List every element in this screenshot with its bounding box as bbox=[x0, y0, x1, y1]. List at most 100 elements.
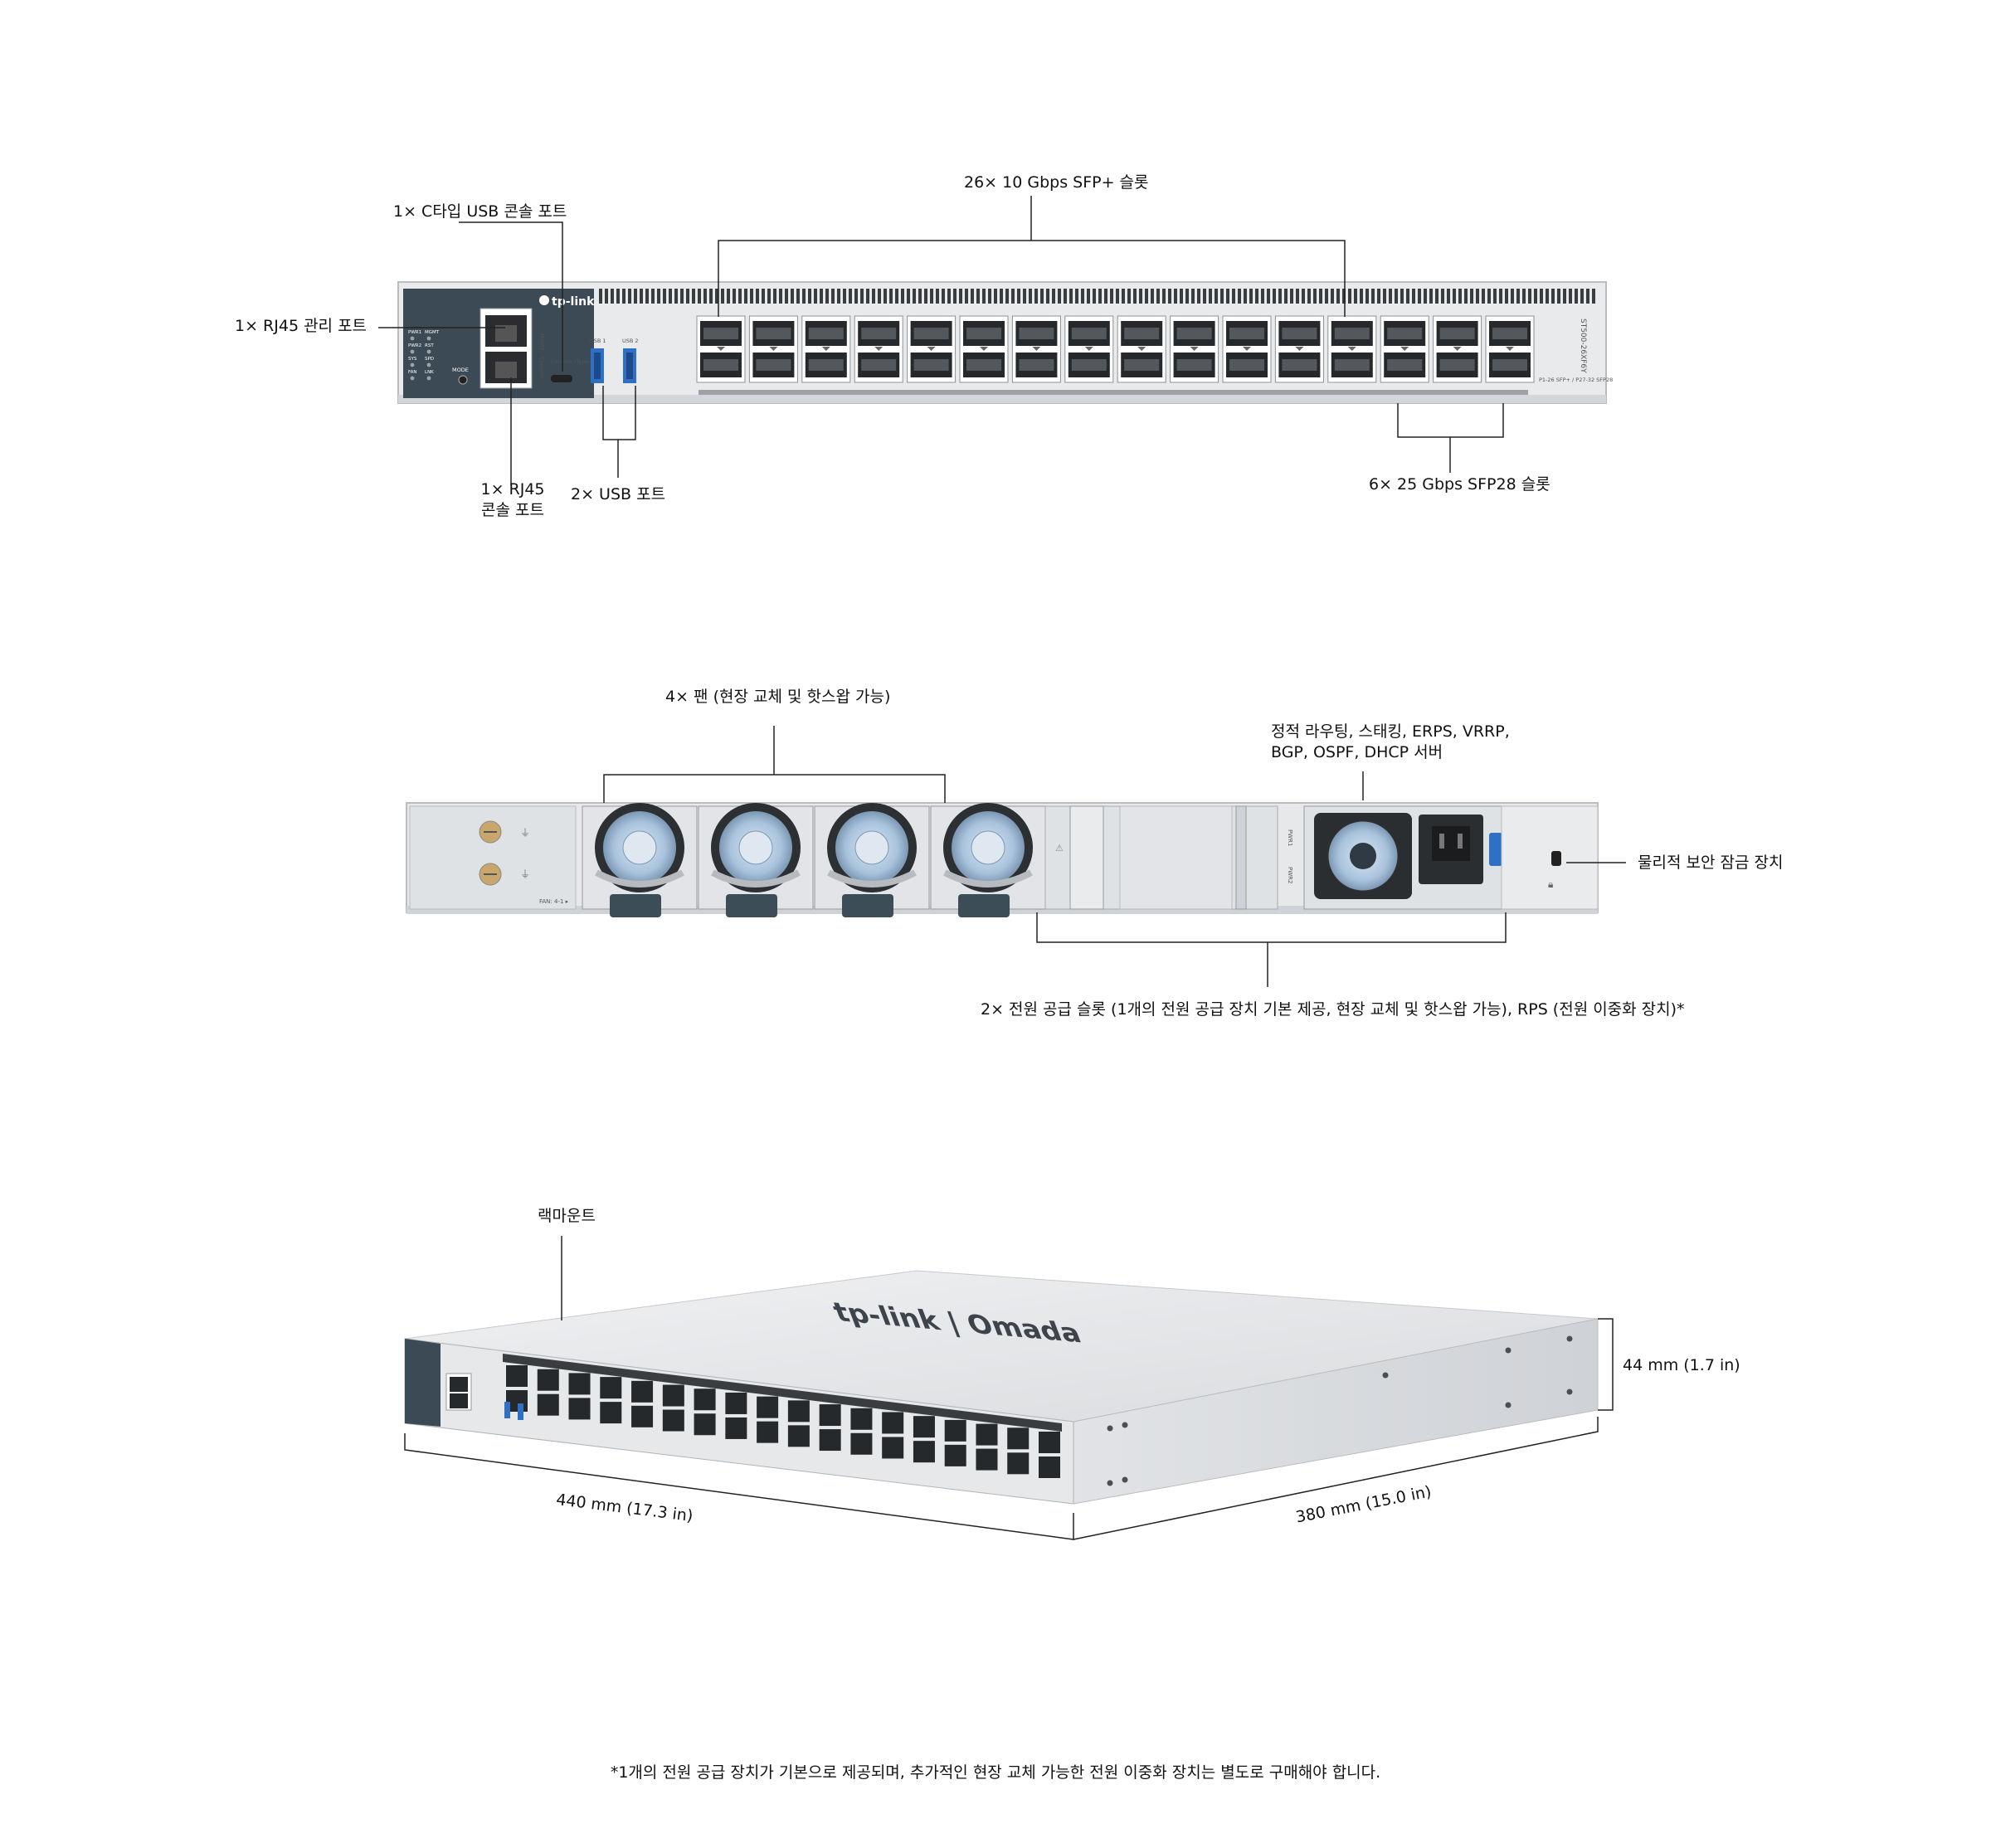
perspective-sfp-cage bbox=[787, 1400, 810, 1447]
perspective-rj45 bbox=[445, 1373, 472, 1411]
sfp-plus-cage[interactable] bbox=[1117, 315, 1166, 383]
sfp-plus-cage[interactable] bbox=[854, 315, 903, 383]
status-led bbox=[410, 362, 415, 367]
psu-label-pwr1: PWR1 bbox=[1287, 829, 1293, 846]
ground-icon: ⏚ bbox=[520, 827, 530, 839]
status-led bbox=[426, 349, 431, 354]
perspective-sfp-cage bbox=[694, 1388, 716, 1436]
usb2-label: USB 2 bbox=[622, 338, 639, 344]
callout-usb-ports: 2× USB 포트 bbox=[571, 485, 666, 503]
rear-callout-lines bbox=[603, 726, 1626, 987]
led-label-mgmt: MGMT bbox=[425, 330, 440, 335]
sfp-plus-cage[interactable] bbox=[1222, 315, 1272, 383]
perspective-sfp-cage bbox=[757, 1396, 779, 1443]
sfp-plus-cage[interactable] bbox=[1064, 315, 1114, 383]
led-label-pwr1: PWR1 bbox=[408, 330, 421, 335]
front-vent-mid bbox=[929, 289, 1178, 304]
mount-hole bbox=[1107, 1480, 1113, 1486]
sfp-plus-cage[interactable] bbox=[1274, 315, 1324, 383]
perspective-sfp-cage bbox=[537, 1369, 559, 1416]
fan-module[interactable] bbox=[814, 803, 930, 910]
perspective-switch: tp-link | Omada bbox=[404, 1270, 1599, 1505]
security-lock-slot[interactable] bbox=[1551, 851, 1561, 866]
led-label-pwr2: PWR2 bbox=[408, 343, 421, 348]
mount-hole bbox=[1122, 1422, 1128, 1428]
perspective-usb bbox=[518, 1403, 523, 1420]
callout-usb-c-console: 1× C타입 USB 콘솔 포트 bbox=[393, 202, 567, 221]
fan-module[interactable] bbox=[698, 803, 814, 910]
status-led bbox=[426, 362, 431, 367]
ac-power-inlet[interactable] bbox=[1419, 815, 1502, 884]
psu-blank-bracket-right bbox=[1235, 805, 1247, 910]
perspective-sfp-cage bbox=[1039, 1432, 1060, 1478]
psu-label-pwr2: PWR2 bbox=[1287, 867, 1293, 883]
status-led bbox=[410, 336, 415, 341]
port-number-strip bbox=[699, 390, 1528, 395]
perspective-sfp-cage bbox=[976, 1423, 998, 1471]
perspective-sfp-cage bbox=[1007, 1427, 1030, 1475]
sfp-plus-cage[interactable] bbox=[1327, 315, 1377, 383]
sfp28-cage[interactable] bbox=[1380, 315, 1429, 383]
sfp-plus-cage[interactable] bbox=[696, 315, 746, 383]
perspective-sfp-cage bbox=[506, 1365, 528, 1412]
dimension-height: 44 mm (1.7 in) bbox=[1623, 1356, 1740, 1374]
rj45-mgmt-port[interactable] bbox=[485, 315, 527, 347]
usb1-label: USB 1 bbox=[590, 338, 606, 344]
mount-hole bbox=[1566, 1335, 1573, 1342]
perspective-sfp-cage bbox=[944, 1419, 966, 1466]
callout-security-lock: 물리적 보안 잠금 장치 bbox=[1638, 853, 1784, 872]
front-brand-text: tp-link bbox=[552, 295, 595, 309]
rear-right-plate bbox=[1501, 805, 1599, 910]
sfp28-cage[interactable] bbox=[1485, 315, 1535, 383]
side-mount-holes bbox=[1107, 1335, 1573, 1486]
psu-fan bbox=[1314, 813, 1412, 899]
mount-hole bbox=[1122, 1476, 1128, 1483]
status-led bbox=[410, 349, 415, 354]
sfp28-cage[interactable] bbox=[1433, 315, 1482, 383]
fan-handle[interactable] bbox=[610, 894, 661, 917]
led-label-lnk: LNK bbox=[425, 370, 434, 375]
perspective-sfp-cage bbox=[819, 1404, 841, 1452]
led-label-fan: FAN bbox=[408, 370, 417, 375]
fan-handle[interactable] bbox=[726, 894, 777, 917]
fan-module[interactable] bbox=[930, 803, 1046, 910]
mode-button[interactable] bbox=[458, 375, 468, 385]
perspective-sfp-cage bbox=[662, 1384, 684, 1432]
sfp-plus-cage[interactable] bbox=[801, 315, 851, 383]
perspective-port-array bbox=[445, 1365, 1060, 1478]
front-callout-lines bbox=[378, 196, 1504, 485]
front-vent-right bbox=[1178, 289, 1597, 304]
fan-array bbox=[582, 803, 1046, 917]
perspective-vent-row bbox=[503, 1354, 1062, 1432]
sfp-plus-cage[interactable] bbox=[748, 315, 798, 383]
perspective-sfp-cage bbox=[913, 1416, 935, 1463]
led-label-sys: SYS bbox=[408, 357, 417, 362]
rj45-console-port[interactable] bbox=[485, 352, 527, 383]
port-legend: P1-26 SFP+ / P27-32 SFP28 bbox=[1539, 377, 1613, 383]
perspective-sfp-cage bbox=[568, 1373, 591, 1420]
sfp-plus-cage[interactable] bbox=[1011, 315, 1061, 383]
sfp-plus-cage[interactable] bbox=[1170, 315, 1219, 383]
mount-hole bbox=[1505, 1347, 1512, 1354]
perspective-sfp-cage bbox=[850, 1408, 873, 1455]
fan-module[interactable] bbox=[582, 803, 698, 910]
perspective-sfp-cage bbox=[600, 1377, 622, 1424]
led-label-spd: SPD bbox=[425, 357, 434, 362]
callout-rj45-console: 1× RJ45 콘솔 포트 bbox=[480, 480, 545, 519]
callout-rackmount: 랙마운트 bbox=[538, 1207, 596, 1225]
psu-blank-bracket-left bbox=[1069, 805, 1104, 910]
callout-sfp-plus: 26× 10 Gbps SFP+ 슬롯 bbox=[964, 173, 1149, 192]
perspective-sfp-cage bbox=[631, 1380, 654, 1427]
usb-c-console-port[interactable] bbox=[551, 375, 572, 382]
sfp-plus-cage[interactable] bbox=[959, 315, 1009, 383]
fan-handle[interactable] bbox=[958, 894, 1010, 917]
fan-handle[interactable] bbox=[842, 894, 893, 917]
ground-icon-2: ⏚ bbox=[520, 868, 530, 880]
footnote: *1개의 전원 공급 장치가 기본으로 제공되며, 추가적인 현장 교체 가능한… bbox=[610, 1763, 1381, 1782]
callout-power-slots: 2× 전원 공급 슬롯 (1개의 전원 공급 장치 기본 제공, 현장 교체 및… bbox=[981, 1000, 1685, 1019]
callout-software-features: 정적 라우팅, 스태킹, ERPS, VRRP, BGP, OSPF, DHCP… bbox=[1271, 722, 1510, 761]
sfp-plus-cage[interactable] bbox=[907, 315, 957, 383]
